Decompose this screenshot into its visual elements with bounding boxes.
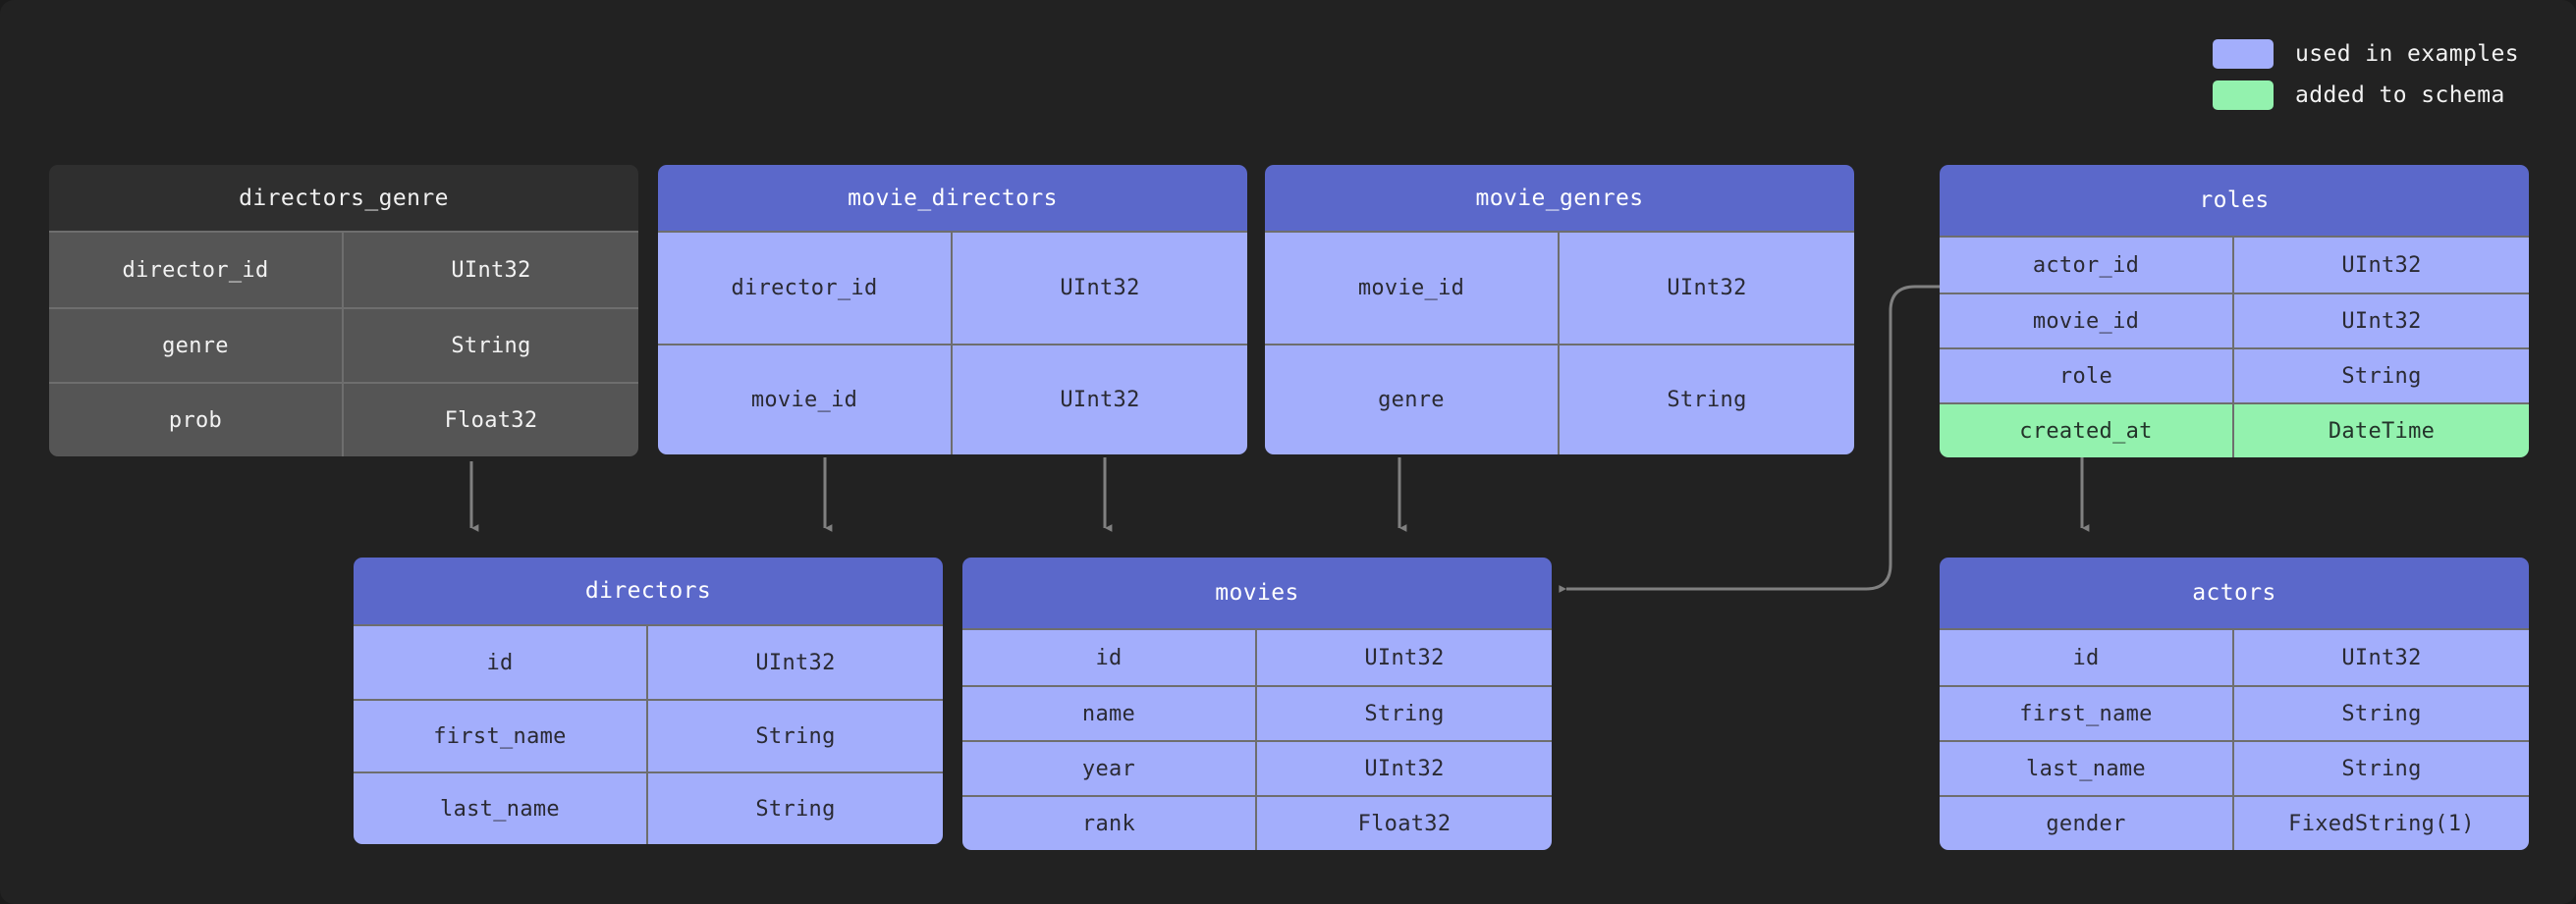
table-body-actors: id UInt32 first_name String last_name St… (1940, 628, 2529, 850)
table-body-movie_genres: movie_id UInt32 genre String (1265, 231, 1854, 454)
table-body-movie_directors: director_id UInt32 movie_id UInt32 (658, 231, 1247, 454)
column-type: UInt32 (648, 626, 943, 699)
table-body-movies: id UInt32 name String year UInt32 rank F… (962, 628, 1552, 850)
table-row[interactable]: id UInt32 (1940, 630, 2529, 685)
column-type: UInt32 (2234, 292, 2529, 347)
table-row[interactable]: id UInt32 (354, 626, 943, 699)
table-row[interactable]: director_id UInt32 (49, 233, 638, 307)
table-roles[interactable]: roles actor_id UInt32 movie_id UInt32 ro… (1940, 165, 2529, 457)
column-name: created_at (1940, 402, 2234, 457)
table-title-roles: roles (1940, 165, 2529, 236)
legend-label-used-in-examples: used in examples (2295, 41, 2519, 67)
column-name: genre (49, 307, 344, 382)
table-row[interactable]: first_name String (354, 699, 943, 771)
legend-item-used-in-examples: used in examples (2213, 39, 2519, 69)
column-name: movie_id (1265, 233, 1560, 344)
table-directors_genre[interactable]: directors_genre director_id UInt32 genre… (49, 165, 638, 456)
column-type: String (1257, 685, 1552, 740)
column-type: UInt32 (344, 233, 638, 307)
column-type: UInt32 (2234, 238, 2529, 292)
table-body-directors: id UInt32 first_name String last_name St… (354, 624, 943, 844)
column-name: director_id (49, 233, 344, 307)
column-name: director_id (658, 233, 953, 344)
table-row[interactable]: movie_id UInt32 (1265, 233, 1854, 344)
column-name: gender (1940, 795, 2234, 850)
table-row[interactable]: genre String (1265, 344, 1854, 454)
table-row[interactable]: director_id UInt32 (658, 233, 1247, 344)
table-row[interactable]: name String (962, 685, 1552, 740)
table-row[interactable]: role String (1940, 347, 2529, 402)
column-type: UInt32 (1560, 233, 1854, 344)
table-body-roles: actor_id UInt32 movie_id UInt32 role Str… (1940, 236, 2529, 457)
column-name: prob (49, 382, 344, 456)
table-row[interactable]: actor_id UInt32 (1940, 238, 2529, 292)
column-name: last_name (354, 771, 648, 844)
table-movie_directors[interactable]: movie_directors director_id UInt32 movie… (658, 165, 1247, 454)
table-row[interactable]: gender FixedString(1) (1940, 795, 2529, 850)
column-name: actor_id (1940, 238, 2234, 292)
column-name: first_name (1940, 685, 2234, 740)
legend: used in examples added to schema (2213, 39, 2519, 110)
column-type: String (2234, 685, 2529, 740)
table-title-movies: movies (962, 558, 1552, 628)
table-row[interactable]: last_name String (354, 771, 943, 844)
column-name: name (962, 685, 1257, 740)
table-row[interactable]: movie_id UInt32 (1940, 292, 2529, 347)
table-title-directors: directors (354, 558, 943, 624)
column-name: year (962, 740, 1257, 795)
table-body-directors_genre: director_id UInt32 genre String prob Flo… (49, 231, 638, 456)
table-row[interactable]: genre String (49, 307, 638, 382)
column-type: String (2234, 740, 2529, 795)
column-type: Float32 (1257, 795, 1552, 850)
table-directors[interactable]: directors id UInt32 first_name String la… (354, 558, 943, 844)
column-name: last_name (1940, 740, 2234, 795)
column-name: id (962, 630, 1257, 685)
column-type: UInt32 (1257, 630, 1552, 685)
column-name: movie_id (1940, 292, 2234, 347)
table-row[interactable]: movie_id UInt32 (658, 344, 1247, 454)
column-name: role (1940, 347, 2234, 402)
table-row[interactable]: prob Float32 (49, 382, 638, 456)
column-name: genre (1265, 344, 1560, 454)
column-type: DateTime (2234, 402, 2529, 457)
table-title-actors: actors (1940, 558, 2529, 628)
column-type: UInt32 (953, 233, 1247, 344)
column-type: String (1560, 344, 1854, 454)
legend-item-added-to-schema: added to schema (2213, 80, 2519, 110)
column-type: UInt32 (953, 344, 1247, 454)
table-row[interactable]: id UInt32 (962, 630, 1552, 685)
column-name: movie_id (658, 344, 953, 454)
table-movie_genres[interactable]: movie_genres movie_id UInt32 genre Strin… (1265, 165, 1854, 454)
column-type: String (648, 699, 943, 771)
table-title-movie_genres: movie_genres (1265, 165, 1854, 231)
table-title-movie_directors: movie_directors (658, 165, 1247, 231)
legend-swatch-added-to-schema (2213, 80, 2275, 110)
column-type: UInt32 (2234, 630, 2529, 685)
column-type: FixedString(1) (2234, 795, 2529, 850)
table-movies[interactable]: movies id UInt32 name String year UInt32… (962, 558, 1552, 850)
column-type: UInt32 (1257, 740, 1552, 795)
table-row[interactable]: first_name String (1940, 685, 2529, 740)
table-row[interactable]: rank Float32 (962, 795, 1552, 850)
column-type: String (2234, 347, 2529, 402)
column-name: id (1940, 630, 2234, 685)
table-actors[interactable]: actors id UInt32 first_name String last_… (1940, 558, 2529, 850)
column-type: String (648, 771, 943, 844)
column-type: String (344, 307, 638, 382)
column-name: rank (962, 795, 1257, 850)
table-row[interactable]: last_name String (1940, 740, 2529, 795)
legend-swatch-used-in-examples (2213, 39, 2275, 69)
table-row[interactable]: year UInt32 (962, 740, 1552, 795)
column-name: id (354, 626, 648, 699)
legend-label-added-to-schema: added to schema (2295, 82, 2505, 108)
column-type: Float32 (344, 382, 638, 456)
column-name: first_name (354, 699, 648, 771)
table-title-directors_genre: directors_genre (49, 165, 638, 231)
table-row-added[interactable]: created_at DateTime (1940, 402, 2529, 457)
